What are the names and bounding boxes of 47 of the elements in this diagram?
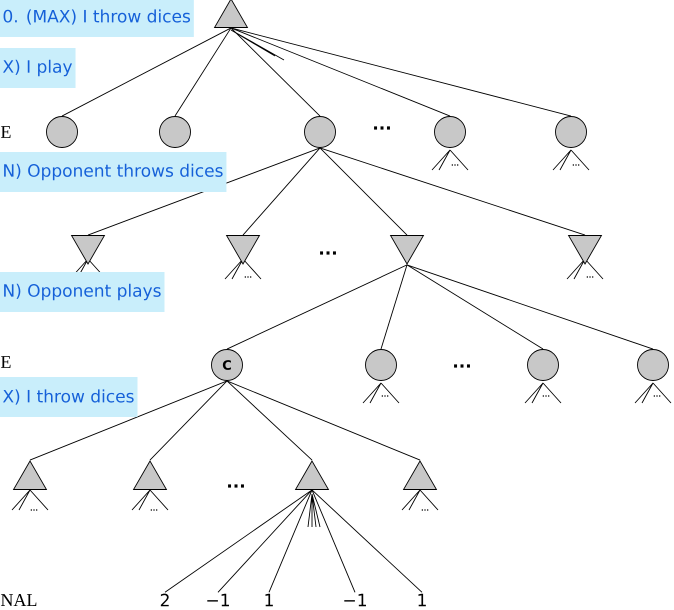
level-label: X) I play xyxy=(0,48,76,88)
leaf-value: 1 xyxy=(418,594,426,606)
level-label: 0. (MAX) I throw dices xyxy=(0,0,194,37)
branch-line xyxy=(226,264,408,350)
leaf-value: 2 xyxy=(160,594,169,606)
chance-circle xyxy=(434,116,466,148)
branch-line xyxy=(62,28,232,116)
branch-line xyxy=(218,490,312,593)
branch-line xyxy=(230,28,450,116)
level-label: N) Opponent throws dices xyxy=(0,152,226,192)
ellipsis: ... xyxy=(454,364,470,368)
branch-line xyxy=(164,490,312,593)
ellipsis: ... xyxy=(320,251,336,255)
branch-line xyxy=(268,490,312,593)
level-label: E xyxy=(0,126,11,138)
leaf-value: −1 xyxy=(344,594,366,606)
chance-circle xyxy=(365,349,397,381)
branch-line xyxy=(320,148,408,236)
branch-line xyxy=(242,148,320,236)
leaf-value: −1 xyxy=(207,594,229,606)
level-label: N) Opponent plays xyxy=(0,272,164,312)
level-label: E xyxy=(0,356,11,368)
branch-line xyxy=(312,490,356,593)
branch-line xyxy=(226,380,420,461)
ellipsis: ... xyxy=(228,484,244,488)
ellipsis: ... xyxy=(374,126,390,130)
branch-line xyxy=(230,28,320,116)
branch-line xyxy=(30,380,228,461)
level-label: X) I throw dices xyxy=(0,377,138,417)
branch-line xyxy=(406,264,654,350)
chance-circle xyxy=(46,116,78,148)
level-label: NAL xyxy=(0,594,36,606)
branch-line xyxy=(312,490,422,593)
branch-line xyxy=(150,380,228,461)
branch-line xyxy=(406,264,544,350)
chance-circle xyxy=(555,116,587,148)
chance-circle xyxy=(637,349,669,381)
leaf-value: 1 xyxy=(265,594,273,606)
branch-line xyxy=(230,28,572,116)
branch-line xyxy=(174,28,232,116)
chance-circle xyxy=(159,116,191,148)
branch-line xyxy=(226,380,312,461)
chance-circle xyxy=(527,349,559,381)
chance-circle xyxy=(304,116,336,148)
branch-line xyxy=(380,264,408,350)
branch-line xyxy=(88,148,320,236)
branch-line xyxy=(320,148,586,236)
